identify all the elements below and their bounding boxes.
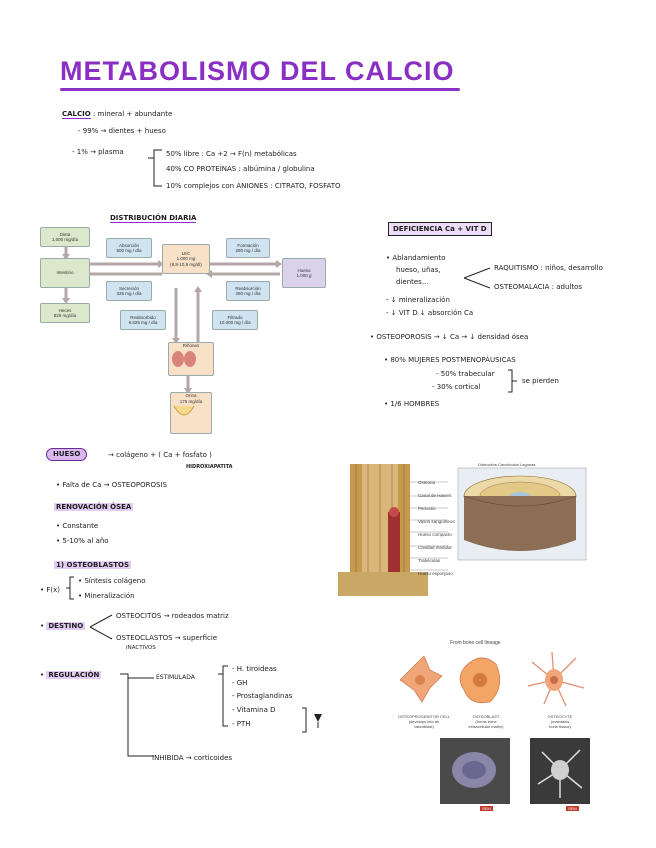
estimulo-1: - H. tiroideas [232, 665, 277, 673]
deficiencia-point-1b: hueso, uñas, [396, 266, 441, 274]
renovacion-heading: RENOVACIÓN ÓSEA [54, 503, 134, 511]
page-title: METABOLISMO DEL CALCIO [60, 56, 455, 86]
sem-badge-1: SEM [480, 806, 493, 811]
bone-caption: Vasos sanguíneos [418, 519, 455, 524]
regulacion-lines [120, 673, 154, 757]
hidroxiapatita: HIDROXIAPATITA [186, 464, 233, 470]
estimulo-5: - PTH [232, 720, 251, 728]
estimulada: ESTIMULADA [156, 674, 195, 681]
cortical: - 30% cortical [432, 383, 481, 391]
deficiencia-heading: DEFICIENCIA Ca + VIT D [388, 222, 492, 236]
bone-caption: Osteona [418, 480, 436, 485]
deficiencia-branch [463, 267, 491, 289]
estimulo-4: - Vitamina D [232, 706, 276, 714]
hombres: • 1/6 HOMBRES [384, 400, 440, 408]
sem-osteocyte-image [530, 738, 590, 804]
pierden: se pierden [522, 377, 559, 385]
inhibida: INHIBIDA → corticoides [152, 754, 233, 762]
deficiencia-point-1a: • Ablandamiento [386, 254, 446, 262]
vitd-absorcion: - ↓ VIT D ↓ absorción Ca [386, 309, 474, 317]
kidneys-icon [172, 350, 196, 367]
osteomalacia: OSTEOMALACIA : adultos [494, 283, 583, 291]
calcio-line-2: - 1% → plasma [72, 148, 124, 156]
osteon-top-caption: Osteocitos Canalículos Lagunas [478, 462, 536, 467]
bone-caption: Cavidad medular [418, 545, 453, 550]
destino-branch [89, 614, 113, 640]
osteoporosis: • OSTEOPOROSIS → ↓ Ca → ↓ densidad ósea [370, 333, 529, 341]
falta-calcio: • Falta de Ca → OSTEOPOROSIS [56, 481, 167, 489]
calcio-brace [148, 149, 162, 187]
estimulo-2: - GH [232, 679, 248, 687]
estimulada-brace [218, 665, 228, 727]
title-underline [60, 88, 460, 91]
renovacion-2: • 5-10% al año [56, 537, 109, 545]
calcio-branch-2: 40% CO PROTEÍNAS : albúmina / globulina [166, 165, 315, 173]
calcio-heading: CALCIO : mineral + abundante [62, 110, 173, 119]
intestino-box: Intestino [40, 258, 90, 288]
calcio-line-1: - 99% → dientes + hueso [78, 127, 166, 135]
bone-cells-figure [399, 651, 585, 707]
hueso-heading: HUESO [46, 448, 88, 461]
bone-caption: Trabéculas [418, 558, 441, 563]
regulacion-heading: • REGULACIÓN [40, 671, 102, 679]
hueso-composicion: → colágeno + ( Ca + fosfato ) [108, 451, 212, 459]
bone-caption: Hueso esponjoso [418, 571, 453, 576]
pierden-brace [508, 369, 517, 393]
calcio-branch-1: 50% libre : Ca +2 → F(n) metabólicas [166, 150, 297, 158]
bladder-icon [173, 405, 195, 416]
raquitismo: RAQUITISMO : niños, desarrollo [494, 264, 603, 272]
cells-header: From bone cell lineage [450, 640, 501, 646]
rinones-box: Riñones [168, 342, 214, 376]
mujeres: • 80% MUJERES POSTMENOPÁUSICAS [384, 356, 516, 364]
estimulo-3: - Prostaglandinas [232, 692, 293, 700]
bone-caption: Canal de Havers [418, 493, 452, 498]
trabecular: - 50% trabecular [436, 370, 495, 378]
osteon-detail-figure [457, 467, 587, 561]
sem-osteoblast-image [440, 738, 510, 804]
vitd-pth-brace [302, 707, 322, 733]
deficiencia-point-1c: dientes... [396, 278, 429, 286]
fx-label: • F(x) [40, 586, 60, 594]
funcion-1: • Síntesis colágeno [78, 577, 146, 585]
osteoblastos-heading: 1) OSTEOBLASTOS [54, 561, 132, 569]
destino-2b: INACTIVOS [126, 645, 156, 651]
bone-figure-captions: Osteona Canal de Havers Periostio Vasos … [418, 476, 455, 580]
sem-badge-2: SEM [566, 806, 579, 811]
calcio-branch-3: 10% complejos con ANIONES : CITRATO, FOS… [166, 182, 341, 190]
destino-1: OSTEOCITOS → rodeados matriz [116, 612, 229, 620]
bone-structure-figure [338, 464, 448, 596]
destino-heading: • DESTINO [40, 622, 86, 630]
mineralizacion: - ↓ mineralización [386, 296, 450, 304]
bone-caption: Hueso compacto [418, 532, 452, 537]
fx-brace [66, 576, 74, 600]
distribucion-heading: DISTRIBUCIÓN DIARIA [110, 214, 197, 223]
renovacion-1: • Constante [56, 522, 99, 530]
funcion-2: • Mineralización [78, 592, 135, 600]
destino-2a: OSTEOCLASTOS → superficie [116, 634, 218, 642]
bone-caption: Periostio [418, 506, 436, 511]
